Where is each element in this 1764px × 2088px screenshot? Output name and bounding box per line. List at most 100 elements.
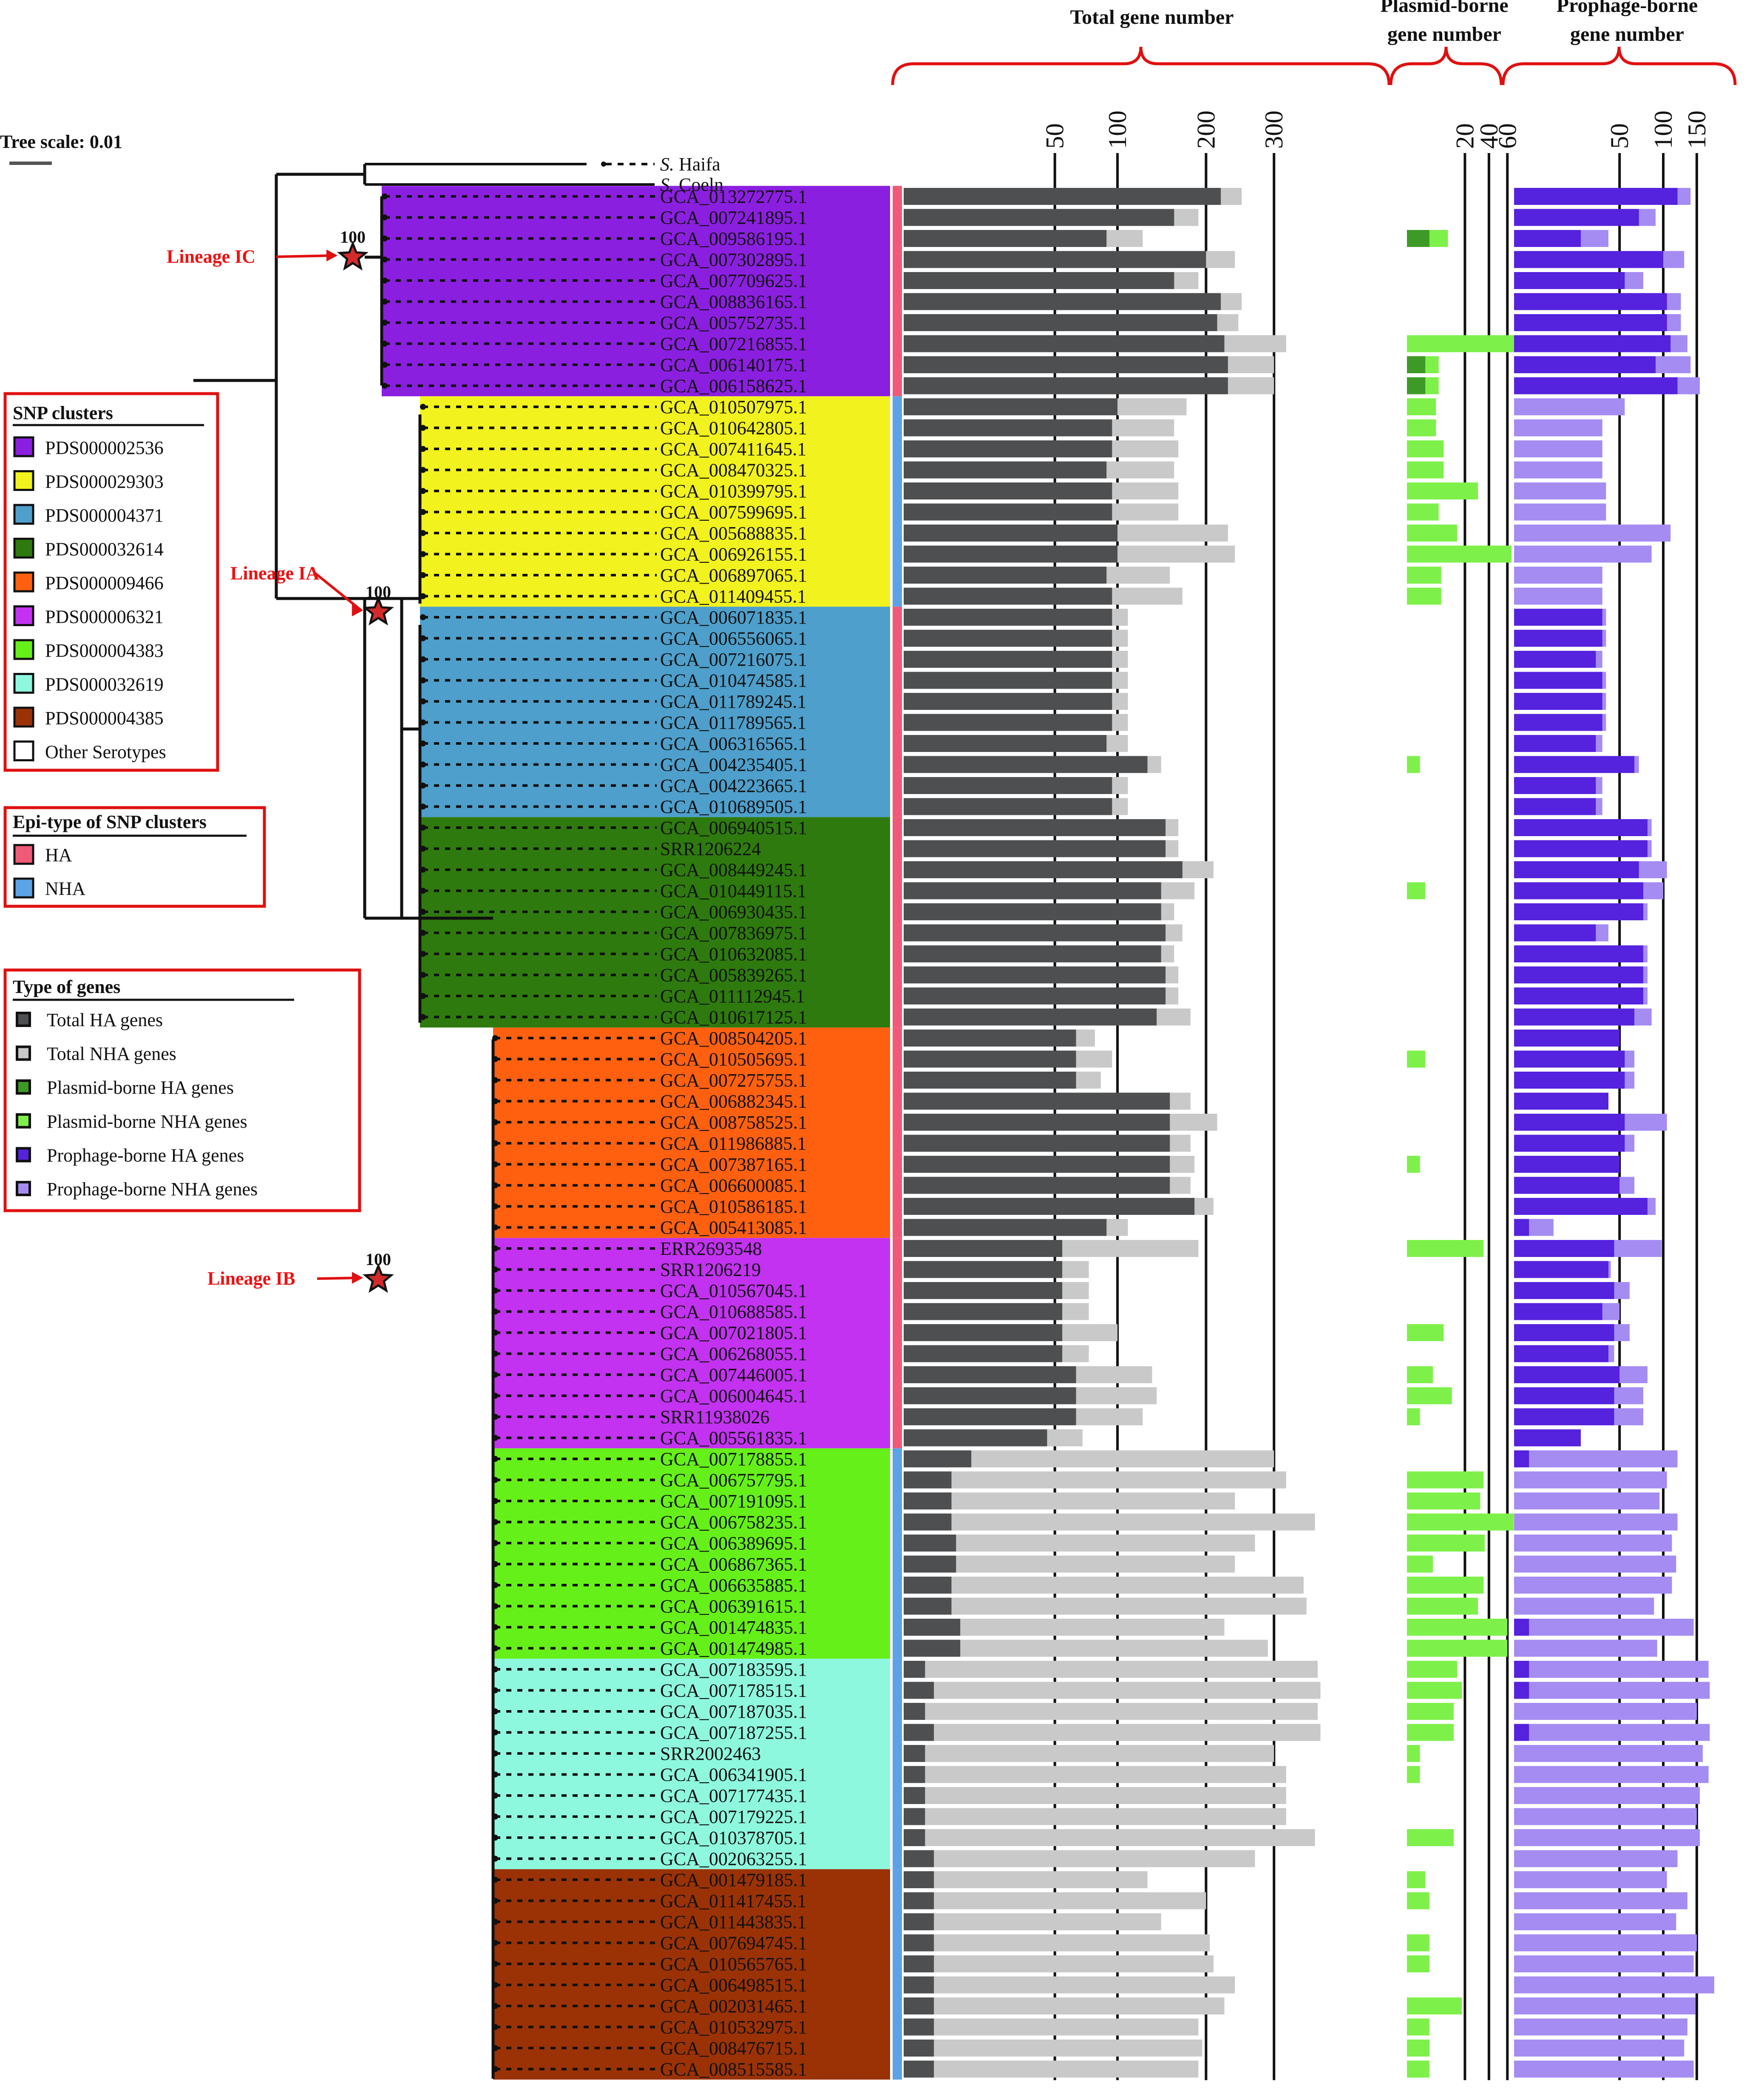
outgroup-name: Coeln: [674, 174, 723, 195]
plasmid-nha-bar: [1407, 587, 1441, 605]
cluster-strip-PDS000006321: [493, 1238, 890, 1449]
prophage-nha-bar: [1514, 1871, 1667, 1888]
prophage-nha-bar: [1514, 1745, 1703, 1762]
prophage-ha-bar: [1514, 1450, 1529, 1467]
prophage-ha-bar: [1514, 882, 1643, 899]
legend-snp-clusters: SNP clustersPDS000002536PDS000029303PDS0…: [3, 392, 219, 772]
prophage-ha-bar: [1514, 1682, 1529, 1699]
plasmid-nha-bar: [1407, 1597, 1478, 1615]
legend-swatch: [13, 673, 34, 694]
plasmid-ha-bar: [1407, 356, 1426, 373]
column-headers: Total gene number Plasmid-borne gene num…: [1070, 0, 1698, 45]
legend-snp-title: SNP clusters: [13, 403, 113, 423]
taxon-label: GCA_007179225.1: [660, 1807, 807, 1827]
taxon-label: GCA_007387165.1: [660, 1154, 807, 1175]
taxon-label: GCA_007191095.1: [660, 1491, 807, 1512]
taxon-label: GCA_008515585.1: [660, 2059, 807, 2080]
taxon-label: GCA_008476715.1: [660, 2038, 807, 2059]
total-ha-bar: [904, 377, 1228, 394]
prophage-ha-bar: [1514, 356, 1656, 373]
prophage-nha-bar: [1514, 1997, 1696, 2014]
prophage-ha-bar: [1514, 1219, 1529, 1236]
total-nha-bar: [904, 1934, 1210, 1952]
prophage-ha-bar: [1514, 1387, 1614, 1404]
phylogenetic-tree: [193, 162, 657, 2079]
taxon-label: GCA_005839265.1: [660, 965, 807, 986]
legend-label: Prophage-borne NHA genes: [47, 1179, 258, 1200]
total-ha-bar: [904, 230, 1107, 247]
plasmid-nha-bar: [1407, 1408, 1420, 1425]
taxon-label: GCA_010688585.1: [660, 1302, 807, 1322]
prophage-ha-bar: [1514, 1092, 1608, 1110]
taxon-label: GCA_006556065.1: [660, 628, 807, 649]
legend-label: PDS000032614: [45, 539, 164, 560]
taxon-label: GCA_010378705.1: [660, 1827, 807, 1848]
taxon-label: GCA_006004645.1: [660, 1386, 807, 1407]
epi-strip-PDS000006321: [893, 1238, 902, 1449]
prophage-nha-bar: [1514, 1787, 1700, 1804]
total-ha-bar: [904, 777, 1112, 794]
total-ha-bar: [904, 314, 1217, 331]
legend-label: PDS000032619: [45, 674, 164, 695]
taxon-label: GCA_008504205.1: [660, 1028, 807, 1049]
prophage-ha-bar: [1514, 1135, 1625, 1152]
plasmid-nha-bar: [1407, 1703, 1454, 1720]
plasmid-nha-bar: [1407, 525, 1458, 542]
prophage-ha-bar: [1514, 798, 1596, 815]
prophage-ha-bar: [1514, 1429, 1581, 1447]
prophage-nha-bar: [1514, 1703, 1697, 1720]
legend-label: PDS000029303: [45, 471, 164, 492]
total-ha-bar: [904, 356, 1228, 373]
prophage-ha-bar: [1514, 714, 1602, 731]
taxon-label: GCA_006635885.1: [660, 1575, 807, 1596]
total-ha-bar: [904, 188, 1221, 205]
tick-plasmid-60: 60: [1493, 123, 1521, 149]
plasmid-nha-bar: [1407, 545, 1512, 563]
epi-strip-PDS000029303: [893, 396, 902, 607]
total-ha-bar: [904, 1114, 1170, 1131]
taxon-label: GCA_010507975.1: [660, 397, 807, 417]
plasmid-nha-bar: [1407, 1555, 1433, 1573]
legend-epi-frame: [3, 806, 266, 908]
prophage-ha-bar: [1514, 693, 1602, 710]
total-nha-bar: [904, 1745, 1274, 1762]
total-ha-bar: [904, 272, 1174, 289]
prophage-nha-bar: [1514, 2060, 1694, 2078]
legend-label: Prophage-borne HA genes: [47, 1145, 244, 1166]
prophage-nha-bar: [1514, 1850, 1678, 1867]
taxon-label: GCA_005688835.1: [660, 523, 807, 544]
taxon-label: GCA_010567045.1: [660, 1280, 807, 1301]
prophage-ha-bar: [1514, 1177, 1620, 1194]
prophage-nha-bar: [1514, 1976, 1714, 1994]
taxon-label: SRR1206219: [660, 1260, 761, 1280]
total-ha-bar: [904, 1661, 925, 1678]
bootstrap-value-ic: 100: [340, 227, 366, 247]
taxon-label: SRR1206224: [660, 839, 761, 860]
total-ha-bar: [904, 1597, 952, 1615]
total-nha-bar: [904, 1724, 1321, 1741]
plasmid-nha-bar: [1407, 1934, 1429, 1952]
prophage-nha-bar: [1514, 1492, 1660, 1509]
prophage-ha-bar: [1514, 1198, 1648, 1215]
plasmid-nha-bar: [1407, 1324, 1444, 1341]
taxon-label: GCA_006757795.1: [660, 1470, 807, 1491]
plasmid-nha-bar: [1407, 1577, 1484, 1594]
outgroup-genus: S.: [660, 174, 674, 195]
plasmid-nha-bar: [1407, 1682, 1462, 1699]
cluster-strip-PDS000002536: [382, 186, 890, 397]
total-ha-bar: [904, 798, 1112, 815]
prophage-nha-bar: [1514, 1513, 1678, 1531]
column-brackets: [891, 46, 1737, 85]
total-ha-bar: [904, 1387, 1076, 1404]
prophage-ha-bar: [1514, 1050, 1625, 1068]
legend-label: Total HA genes: [47, 1010, 163, 1030]
total-ha-bar: [904, 1050, 1076, 1068]
prophage-nha-bar: [1514, 1682, 1710, 1699]
prophage-nha-bar: [1514, 545, 1652, 563]
legend-label: Plasmid-borne NHA genes: [47, 1111, 247, 1132]
legend-swatch: [16, 1113, 31, 1129]
legend-swatch: [13, 436, 34, 457]
total-ha-bar: [904, 714, 1112, 731]
taxon-label: GCA_006926155.1: [660, 544, 807, 565]
